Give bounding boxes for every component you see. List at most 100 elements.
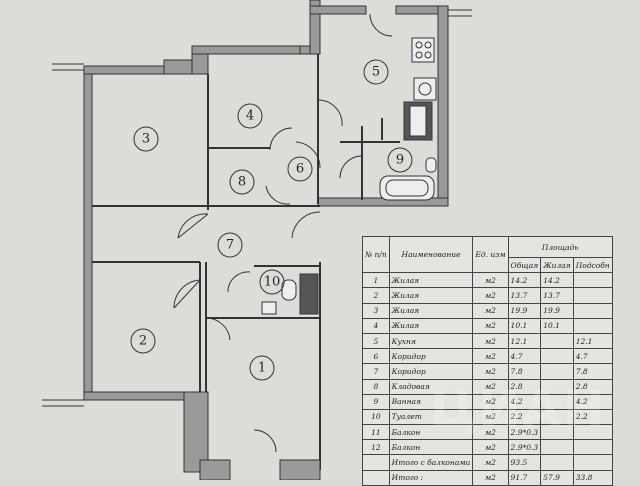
- room-2-number: 2: [139, 334, 147, 349]
- row-living: 19.9: [540, 302, 574, 319]
- row-name: Коридор: [388, 363, 474, 380]
- row-living: [540, 439, 574, 456]
- row-total: 4.2: [507, 393, 542, 410]
- stove-icon: [411, 37, 435, 63]
- sink-icon: [261, 301, 277, 315]
- room-7-number: 7: [226, 238, 234, 253]
- row-unit: м2: [472, 317, 509, 334]
- table-row-total: Итого : м2 91.7 57.9 33.8: [362, 469, 613, 486]
- row-living: [540, 363, 574, 380]
- row-aux: 12.1: [572, 332, 613, 350]
- fixtures: [261, 37, 437, 315]
- room-5-marker: [363, 59, 389, 85]
- row-num: 4: [362, 317, 390, 334]
- row-name: Жилая: [388, 317, 474, 334]
- row-total: 14.2: [507, 272, 542, 289]
- row-aux: [572, 287, 613, 304]
- row-aux: [572, 317, 613, 334]
- row-num: 2: [362, 287, 390, 304]
- row-living: 13.7: [540, 287, 574, 304]
- row-aux: 7.8: [572, 363, 613, 380]
- room-4-number: 4: [246, 109, 254, 124]
- row-unit: м2: [472, 332, 509, 350]
- row-living: [540, 378, 574, 395]
- room-6-number: 6: [296, 162, 304, 177]
- row-name: Кладовая: [388, 378, 474, 395]
- row-total: 12.1: [507, 332, 542, 350]
- room-2-marker: [130, 328, 156, 354]
- table-row-total-balconies: Итого с балконами м2 93.5: [362, 454, 613, 471]
- row-living: 10.1: [540, 317, 574, 334]
- bathtub-icon: [379, 175, 435, 201]
- row-name: Жилая: [388, 287, 474, 304]
- row-total: 19.9: [507, 302, 542, 319]
- room-6-marker: [287, 156, 313, 182]
- row-unit: м2: [472, 272, 509, 289]
- row-unit: м2: [472, 439, 509, 456]
- row-unit: м2: [472, 424, 509, 441]
- room-7-marker: [217, 232, 243, 258]
- room-3-marker: [133, 126, 159, 152]
- windows: [42, 9, 472, 407]
- row-name: Жилая: [388, 272, 474, 289]
- header-living: Жилая: [540, 256, 574, 274]
- row-aux: [572, 424, 613, 441]
- row-aux: 4.2: [572, 393, 613, 410]
- room-1-marker: [249, 355, 275, 381]
- total-label: Итого :: [388, 469, 474, 486]
- total-value: 91.7: [507, 469, 542, 486]
- row-aux: [572, 272, 613, 289]
- row-unit: м2: [472, 378, 509, 395]
- row-unit: м2: [472, 393, 509, 410]
- row-name: Балкон: [388, 424, 474, 441]
- row-name: Туалет: [388, 408, 474, 426]
- row-num: 3: [362, 302, 390, 319]
- row-aux: 4.7: [572, 348, 613, 365]
- room-8-marker: [229, 169, 255, 195]
- row-living: [540, 424, 574, 441]
- row-num: 8: [362, 378, 390, 395]
- row-total: 4.7: [507, 348, 542, 365]
- row-num: 10: [362, 408, 390, 426]
- shaft-icon: [299, 273, 319, 315]
- row-total: 10.1: [507, 317, 542, 334]
- header-num: № п/п: [362, 235, 390, 274]
- room-9-marker: [387, 147, 413, 173]
- room-10-number: 10: [264, 275, 281, 290]
- row-living: [540, 393, 574, 410]
- row-aux: [572, 439, 613, 456]
- room-8-number: 8: [238, 175, 246, 190]
- room-4-marker: [237, 103, 263, 129]
- row-unit: м2: [472, 408, 509, 426]
- washing-machine-icon: [413, 77, 437, 101]
- header-unit: Ед. изм: [472, 235, 509, 274]
- room-5-number: 5: [372, 65, 380, 80]
- room-1-number: 1: [258, 361, 266, 376]
- row-unit: м2: [472, 363, 509, 380]
- total-unit: м2: [472, 469, 509, 486]
- table-header-row: № п/п Наименование Ед. изм Площадь: [362, 235, 613, 274]
- room-10-marker: [259, 269, 285, 295]
- row-name: Жилая: [388, 302, 474, 319]
- bath-sink-icon: [425, 157, 437, 173]
- row-num: 7: [362, 363, 390, 380]
- row-name: Ванная: [388, 393, 474, 410]
- row-num: 11: [362, 424, 390, 441]
- total-aux: 33.8: [572, 469, 613, 486]
- row-aux: 2.2: [572, 408, 613, 426]
- room-3-number: 3: [142, 132, 150, 147]
- row-name: Коридор: [388, 348, 474, 365]
- room-labels: 1 2 3 4 5 6 7 8 9 10: [130, 59, 413, 381]
- walls: [83, 0, 449, 481]
- header-area: Площадь: [507, 236, 613, 258]
- thresholds: [290, 140, 319, 207]
- row-num: 6: [362, 348, 390, 365]
